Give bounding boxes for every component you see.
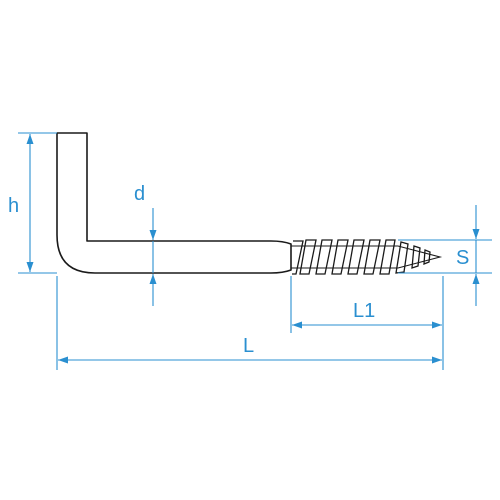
dimension-h: h [8,134,34,272]
threaded-tip [291,239,443,275]
l1-label: L1 [353,300,375,322]
hook-body [56,132,292,274]
dimension-l: L [58,335,442,364]
d-label: d [134,183,145,205]
thread-crests [292,239,431,275]
s-label: S [456,247,469,269]
l-label: L [243,335,254,357]
h-label: h [8,195,19,217]
extension-lines [18,132,492,370]
hook-outline [56,132,292,274]
dimension-l1: L1 [292,300,442,329]
